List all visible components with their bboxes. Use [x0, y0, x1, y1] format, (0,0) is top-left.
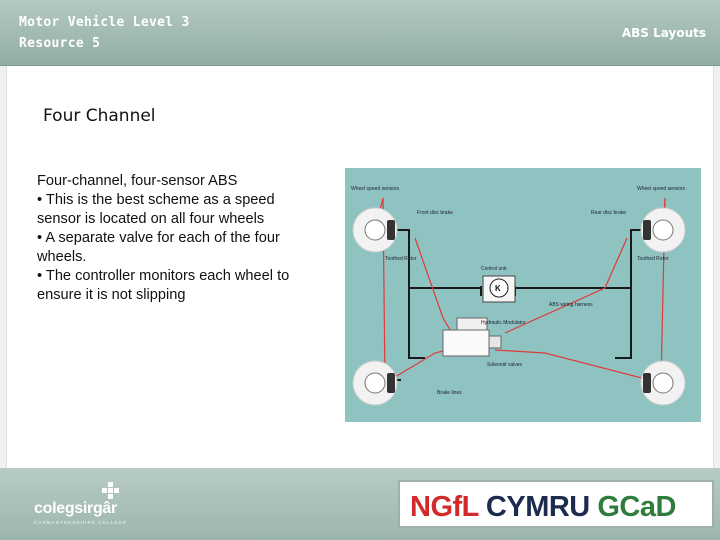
- gcad-text: GCaD: [597, 491, 676, 523]
- logo-subtitle: CARMARTHENSHIRE COLLEGE: [34, 520, 128, 525]
- hydraulic-modulator: [442, 317, 502, 357]
- label-front-disc-brake: Front disc brake: [417, 210, 453, 216]
- header-bar: Motor Vehicle Level 3 Resource 5 ABS Lay…: [0, 0, 720, 66]
- wheel-rear-left: [352, 360, 398, 406]
- logo-mark-icon: [102, 482, 119, 499]
- label-wheel-speed-right: Wheel speed sensors: [637, 186, 686, 192]
- wheel-front-right: [640, 207, 686, 253]
- body-bullet: • The controller monitors each wheel to …: [37, 268, 290, 303]
- label-toothed-rotor-left: Toothed Rotor: [385, 256, 417, 262]
- label-brake-lines: Brake lines: [437, 390, 462, 396]
- label-wheel-speed-left: Wheel speed sensors: [351, 186, 400, 192]
- ngfl-text: NGfL: [410, 491, 479, 523]
- slide-body: Four-channel, four-sensor ABS • This is …: [37, 172, 322, 305]
- label-rear-disc-brake: Rear disc brake: [591, 210, 626, 216]
- label-control-unit: Control unit: [481, 266, 507, 272]
- ngfl-cymru-gcad-logo: NGfL CYMRU GCaD: [398, 480, 714, 528]
- label-toothed-rotor-right: Toothed Rotor: [637, 256, 669, 262]
- wheel-front-left: [352, 207, 398, 253]
- course-title: Motor Vehicle Level 3: [19, 15, 190, 30]
- control-unit: [482, 275, 516, 303]
- abs-diagram-svg: Wheel speed sensors Wheel speed sensors …: [351, 186, 686, 406]
- section-title: ABS Layouts: [621, 26, 706, 40]
- label-solenoid-valves: Solenoid valves: [487, 362, 523, 368]
- colegsirgar-logo: colegsirgâr CARMARTHENSHIRE COLLEGE: [20, 478, 130, 530]
- body-line: Four-channel, four-sensor ABS: [37, 173, 238, 189]
- body-bullet: • This is the best scheme as a speed sen…: [37, 192, 275, 227]
- cymru-text: CYMRU: [485, 491, 590, 523]
- resource-label: Resource 5: [19, 36, 101, 51]
- logo-name: colegsirgâr: [34, 500, 117, 517]
- label-hydraulic-modulator: Hydraulic Modulator: [481, 320, 526, 326]
- wheel-rear-right: [640, 360, 686, 406]
- body-bullet: • A separate valve for each of the four …: [37, 230, 280, 265]
- ngfl-wordmark: NGfL CYMRU GCaD: [410, 491, 676, 524]
- abs-diagram: Wheel speed sensors Wheel speed sensors …: [345, 168, 701, 422]
- slide-heading: Four Channel: [43, 106, 156, 126]
- label-k: K: [495, 284, 501, 293]
- label-abs-wiring: ABS wiring harness: [549, 302, 593, 308]
